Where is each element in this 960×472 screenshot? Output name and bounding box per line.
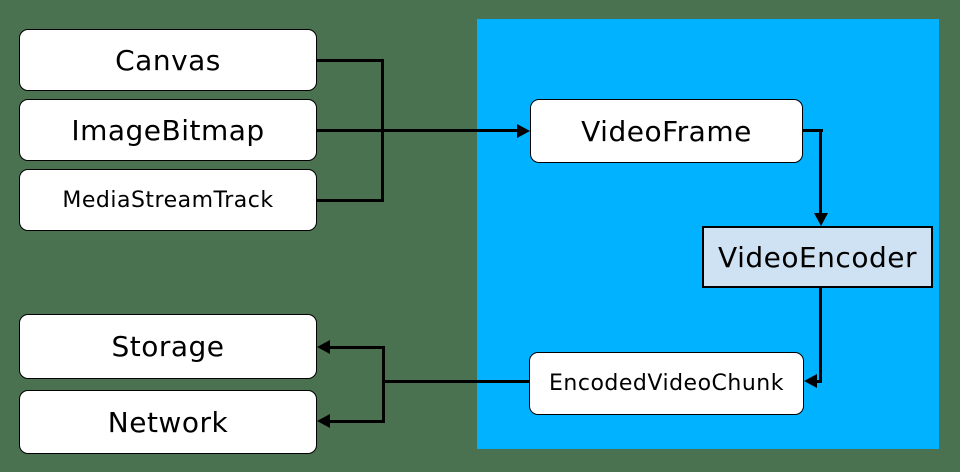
node-encodedvideochunk: EncodedVideoChunk	[529, 352, 804, 415]
node-canvas: Canvas	[19, 29, 317, 91]
node-encodedvideochunk-label: EncodedVideoChunk	[549, 371, 784, 396]
arrowhead-into-encodedvideochunk-icon	[804, 374, 817, 388]
connector-videoframe-to-videoencoder	[819, 129, 822, 215]
node-network-label: Network	[107, 405, 229, 439]
node-network: Network	[19, 390, 317, 454]
connector-canvas-to-trunk	[317, 59, 384, 62]
arrowhead-into-videoframe-icon	[517, 124, 530, 138]
node-canvas-label: Canvas	[115, 43, 221, 77]
node-mediastreamtrack: MediaStreamTrack	[19, 169, 317, 231]
node-videoframe-label: VideoFrame	[581, 114, 752, 148]
connector-trunk-to-network	[330, 420, 385, 423]
node-mediastreamtrack-label: MediaStreamTrack	[62, 187, 274, 213]
arrowhead-into-videoencoder-icon	[814, 213, 828, 226]
node-videoframe: VideoFrame	[530, 99, 803, 163]
connector-videoframe-out	[803, 129, 823, 132]
connector-videoencoder-down	[819, 288, 822, 383]
node-videoencoder-label: VideoEncoder	[718, 240, 917, 274]
node-storage: Storage	[19, 314, 317, 379]
connector-output-trunk	[382, 346, 385, 423]
connector-encodedvideochunk-to-trunk	[382, 380, 529, 383]
connector-imagebitmap-to-videoframe	[317, 129, 519, 132]
node-videoencoder: VideoEncoder	[702, 226, 933, 288]
connector-videoencoder-turn	[814, 380, 822, 383]
arrowhead-into-storage-icon	[317, 340, 330, 354]
node-storage-label: Storage	[111, 330, 225, 363]
connector-trunk-to-storage	[330, 346, 385, 349]
arrowhead-into-network-icon	[317, 414, 330, 428]
node-imagebitmap: ImageBitmap	[19, 99, 317, 161]
node-imagebitmap-label: ImageBitmap	[71, 113, 265, 147]
connector-mediastreamtrack-to-trunk	[317, 199, 384, 202]
